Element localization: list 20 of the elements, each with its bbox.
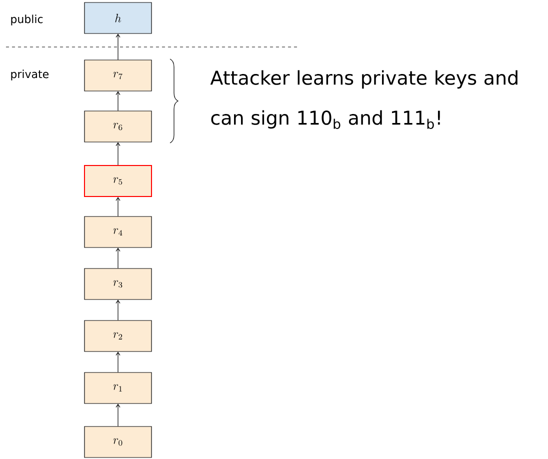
arrow	[116, 91, 120, 111]
zone-label: private	[11, 70, 49, 80]
arrow	[116, 197, 120, 216]
arrow	[116, 300, 120, 320]
annotation-text: Attacker learns private keys and can sign 110$_{b}$ and 111$_{b}$!	[210, 70, 518, 129]
private-key-box: $r_7$	[84, 60, 152, 92]
private-key-box: $r_4$	[84, 216, 152, 248]
public-key-box: $h$	[84, 2, 152, 34]
arrow	[116, 248, 120, 268]
arrow	[116, 404, 120, 426]
private-key-box: $r_3$	[84, 268, 152, 300]
zone-label: public	[11, 14, 43, 26]
private-key-box: $r_2$	[84, 320, 152, 352]
private-key-box: $r_1$	[84, 372, 152, 404]
arrow	[116, 142, 120, 166]
private-key-box: $r_6$	[84, 110, 152, 142]
private-key-box: $r_0$	[84, 426, 152, 458]
arrow	[116, 352, 120, 372]
private-key-box: $r_5$	[84, 165, 152, 197]
arrow	[116, 34, 120, 60]
